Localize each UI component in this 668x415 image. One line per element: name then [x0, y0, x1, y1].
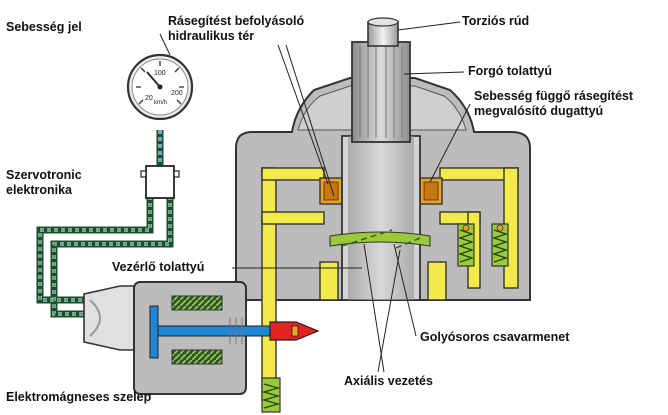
- solenoid-coil-icon: [171, 295, 223, 365]
- spring-icon: [491, 223, 509, 267]
- rotary-valve-shaft: [351, 41, 411, 143]
- signal-line-lower: [36, 196, 174, 318]
- label-electronics-line2: elektronika: [6, 183, 73, 197]
- reaction-piston-left: [319, 177, 343, 205]
- label-hydraulic-space-line2: hidraulikus tér: [168, 29, 255, 43]
- label-hydraulic-space: Rásegítést befolyásoló hidraulikus tér: [168, 14, 304, 44]
- label-control-valve: Vezérlő tolattyú: [112, 260, 205, 274]
- spring-icon: [261, 377, 281, 413]
- reaction-piston-right: [419, 177, 443, 205]
- gauge-tick-20: 20: [145, 95, 153, 102]
- label-solenoid-valve: Elektromágneses szelep: [6, 390, 152, 404]
- speedometer-gauge-icon: [126, 53, 194, 121]
- leader-lines: [159, 21, 471, 373]
- spring-icon: [457, 223, 475, 267]
- solenoid-connector: [83, 285, 137, 351]
- ball-screw-groove: [329, 229, 431, 249]
- label-speed-signal: Sebesség jel: [6, 20, 82, 34]
- label-reaction-piston-line2: megvalósító dugattyú: [474, 104, 604, 118]
- gauge-tick-100: 100: [154, 70, 166, 77]
- label-electronics-line1: Szervotronic: [6, 168, 82, 182]
- label-torsion-bar: Torziós rúd: [462, 14, 530, 28]
- torsion-bar-cap: [367, 17, 399, 47]
- control-spool: [341, 135, 421, 301]
- gauge-needle: [146, 71, 161, 88]
- gauge-tick-200: 200: [171, 90, 183, 97]
- label-rotary-valve: Forgó tolattyú: [468, 64, 553, 78]
- label-reaction-piston-line1: Sebesség függő rásegítést: [474, 89, 634, 103]
- gauge-unit: km/h: [154, 100, 167, 106]
- label-electronics: Szervotronic elektronika: [6, 168, 82, 198]
- label-ball-screw: Golyósoros csavarmenet: [420, 330, 570, 344]
- valve-needle: [269, 321, 320, 341]
- label-axial-guide: Axiális vezetés: [344, 374, 433, 388]
- label-hydraulic-space-line1: Rásegítést befolyásoló: [168, 14, 305, 28]
- label-reaction-piston: Sebesség függő rásegítést megvalósító du…: [474, 89, 633, 119]
- electronics-box-icon: [140, 165, 180, 199]
